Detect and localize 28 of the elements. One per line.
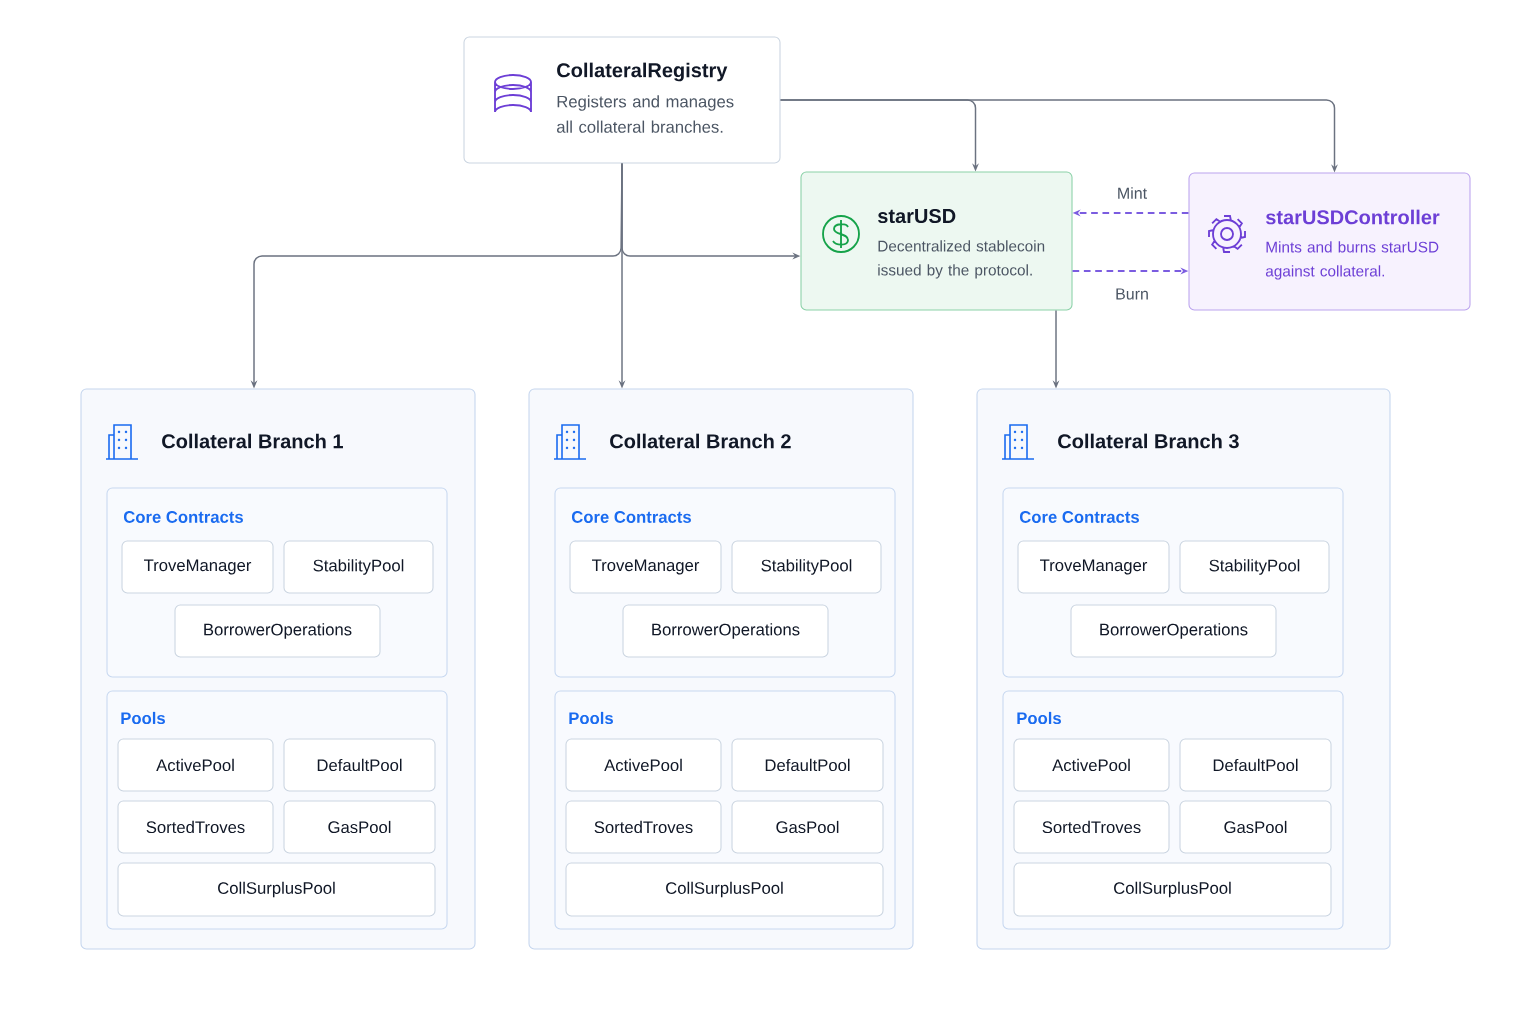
contract-box: BorrowerOperations [174, 604, 381, 658]
contract-box: StabilityPool [731, 540, 882, 594]
contract-box: GasPool [1179, 800, 1332, 854]
contract-box: CollSurplusPool [117, 862, 436, 917]
contract-box: GasPool [283, 800, 436, 854]
contract-box: SortedTroves [565, 800, 722, 854]
contract-box: ActivePool [565, 738, 722, 792]
contract-box: StabilityPool [283, 540, 434, 594]
contract-box: DefaultPool [1179, 738, 1332, 792]
edge-label: Burn [1113, 287, 1151, 301]
contract-box: ActivePool [117, 738, 274, 792]
contract-box: GasPool [731, 800, 884, 854]
contract-box: CollSurplusPool [1013, 862, 1332, 917]
contract-box: ActivePool [1013, 738, 1170, 792]
card: CollateralRegistry Registers and manages all collateral branches. [463, 36, 781, 164]
card: starUSD Decentralized stablecoin issued by the protocol. [800, 171, 1073, 311]
contract-box: DefaultPool [283, 738, 436, 792]
contract-box: SortedTroves [117, 800, 274, 854]
contract-box: TroveManager [569, 540, 722, 594]
contract-box: CollSurplusPool [565, 862, 884, 917]
card: starUSDController Mints and burns starUSD against collateral. [1188, 172, 1471, 311]
contract-box: SortedTroves [1013, 800, 1170, 854]
contract-box: TroveManager [1017, 540, 1170, 594]
contract-box: BorrowerOperations [622, 604, 829, 658]
contract-box: StabilityPool [1179, 540, 1330, 594]
contract-box: DefaultPool [731, 738, 884, 792]
contract-box: BorrowerOperations [1070, 604, 1277, 658]
contract-box: TroveManager [121, 540, 274, 594]
